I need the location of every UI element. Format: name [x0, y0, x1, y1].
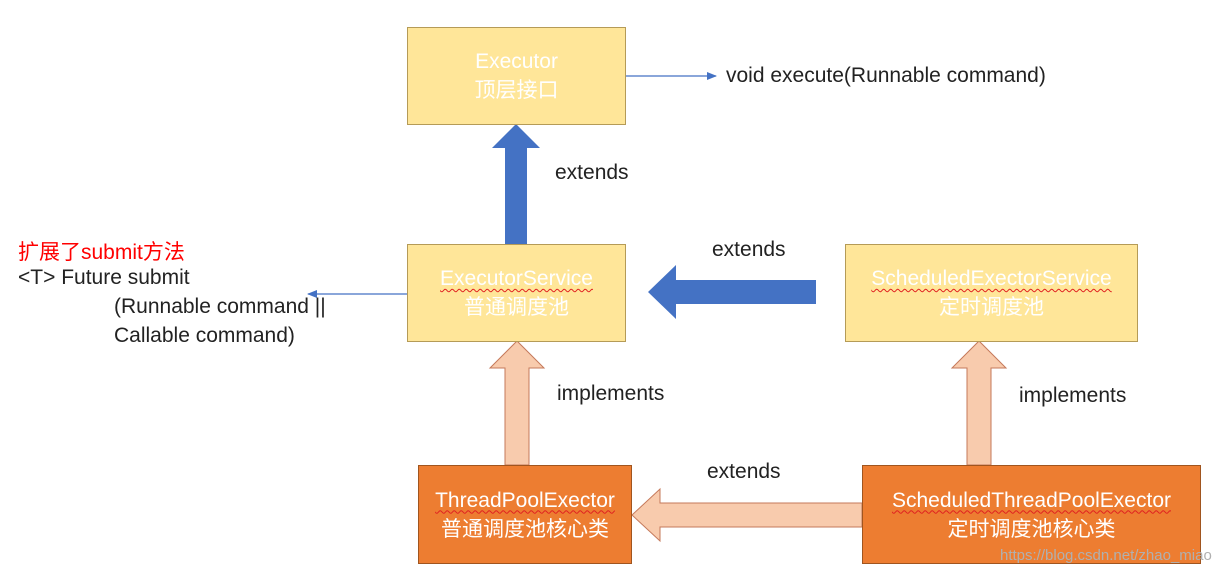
implements-label-scheduled-pool: implements — [1019, 384, 1127, 407]
scheduled-executor-service-title: ScheduledExectorService — [871, 267, 1112, 290]
extends-label-scheduled-pool-to-pool: extends — [707, 460, 781, 483]
executor-service-box: ExecutorService 普通调度池 — [407, 244, 626, 342]
scheduled-thread-pool-executor-subtitle: 定时调度池核心类 — [947, 517, 1116, 541]
executor-subtitle: 顶层接口 — [474, 79, 559, 102]
extends-arrow-scheduled-to-service — [648, 265, 816, 319]
implements-arrow-scheduled-pool-to-scheduled-service — [950, 340, 1008, 466]
executor-title: Executor — [475, 50, 558, 73]
executor-service-subtitle: 普通调度池 — [464, 296, 569, 319]
extends-arrow-service-to-executor — [492, 124, 540, 244]
thread-pool-executor-subtitle: 普通调度池核心类 — [441, 517, 609, 541]
scheduled-thread-pool-executor-title: ScheduledThreadPoolExector — [891, 488, 1171, 512]
implements-arrow-pool-to-service — [488, 340, 546, 466]
scheduled-executor-service-subtitle: 定时调度池 — [939, 296, 1044, 319]
implements-label-pool-to-service: implements — [557, 382, 665, 405]
execute-method-label: void execute(Runnable command) — [726, 64, 1046, 87]
extends-label-service-to-executor: extends — [555, 161, 629, 184]
watermark: https://blog.csdn.net/zhao_miao — [1000, 547, 1212, 564]
scheduled-executor-service-box: ScheduledExectorService 定时调度池 — [845, 244, 1138, 342]
extends-arrow-scheduled-pool-to-pool — [631, 487, 863, 543]
submit-note-line3: Callable command) — [114, 324, 295, 347]
scheduled-thread-pool-executor-box: ScheduledThreadPoolExector 定时调度池核心类 — [862, 465, 1201, 564]
thread-pool-executor-box: ThreadPoolExector 普通调度池核心类 — [418, 465, 632, 564]
submit-note-line1: <T> Future submit — [18, 266, 190, 289]
submit-note-title: 扩展了submit方法 — [18, 241, 185, 264]
executor-box: Executor 顶层接口 — [407, 27, 626, 125]
extends-label-scheduled-to-service: extends — [712, 238, 786, 261]
thread-pool-executor-title: ThreadPoolExector — [435, 488, 615, 512]
submit-note-line2: (Runnable command || — [114, 295, 326, 318]
executor-service-title: ExecutorService — [440, 267, 593, 290]
